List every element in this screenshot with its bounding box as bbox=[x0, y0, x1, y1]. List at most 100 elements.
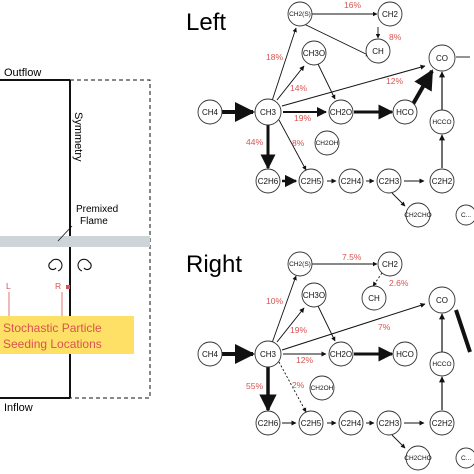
seed-marker-r: R bbox=[55, 281, 61, 291]
inflow-label: Inflow bbox=[4, 402, 33, 414]
flame-band bbox=[0, 236, 150, 247]
edge-pct-ch3-ch2s: 10% bbox=[266, 296, 283, 306]
edge-pct-ch3-ch3o: 19% bbox=[290, 325, 307, 335]
node-label: C2H3 bbox=[379, 419, 400, 428]
node-label: C2H4 bbox=[341, 177, 362, 186]
edge-pct-ch3-co: 12% bbox=[386, 76, 403, 86]
node-c2h4 bbox=[338, 168, 364, 194]
node-label: C2H5 bbox=[301, 419, 322, 428]
flame-pointer bbox=[57, 225, 73, 242]
reaction-edges bbox=[222, 11, 470, 207]
node-label: CH2(S) bbox=[289, 11, 311, 18]
edge-pct-ch3-co: 7% bbox=[378, 322, 391, 332]
seed-label-line2: Seeding Locations bbox=[3, 337, 102, 351]
node-ch2 bbox=[377, 251, 403, 277]
node-ch2oh bbox=[314, 130, 340, 156]
vortex-left-icon bbox=[48, 258, 63, 272]
node-ch2o bbox=[328, 341, 354, 367]
node-ch2oh bbox=[309, 375, 335, 401]
node-hco bbox=[392, 99, 418, 125]
flame-schematic: Outflow Inflow Symmetry Premixed Flame R… bbox=[0, 67, 151, 414]
species-nodes: CH2(S) CH2 CH3O CH CO CH4 CH3 CH2O HCO C… bbox=[197, 1, 474, 228]
node-ch4 bbox=[197, 341, 223, 367]
seed-marker-l: L bbox=[6, 281, 11, 291]
node-label: CH2CHO bbox=[404, 212, 431, 219]
node-label: HCO bbox=[396, 350, 414, 359]
edge-pct-ch3-c2h6: 55% bbox=[246, 381, 263, 391]
node-label: CO bbox=[436, 54, 448, 63]
diagram-title: Right bbox=[186, 251, 242, 278]
symmetry-label: Symmetry bbox=[72, 112, 84, 162]
node-partial bbox=[455, 204, 474, 226]
node-c2h4 bbox=[338, 410, 364, 436]
node-ch3o bbox=[301, 40, 327, 66]
node-label: C2H6 bbox=[258, 419, 279, 428]
node-label: C2H4 bbox=[341, 419, 362, 428]
node-c2h2 bbox=[429, 168, 455, 194]
node-ch2 bbox=[377, 1, 403, 27]
pathway-diagram-right: Right 7.5% 2.6% 10% 19% 7% bbox=[186, 251, 474, 471]
node-label: C... bbox=[461, 212, 471, 219]
node-label: C... bbox=[461, 455, 471, 462]
edge-pct-ch3-c2h5: 8% bbox=[292, 138, 305, 148]
node-label: CH bbox=[368, 294, 380, 303]
node-label: CH3 bbox=[260, 108, 277, 117]
seed-point-r bbox=[66, 285, 70, 289]
edge-pct-ch3-ch2o: 12% bbox=[296, 355, 313, 365]
node-hco bbox=[392, 341, 418, 367]
node-label: CH3O bbox=[303, 49, 325, 58]
node-label: CH2OH bbox=[311, 385, 334, 392]
node-label: CH2 bbox=[382, 10, 399, 19]
flame-label-line2: Flame bbox=[80, 216, 108, 227]
node-label: CH2(S) bbox=[289, 261, 311, 268]
node-label: C2H2 bbox=[432, 177, 453, 186]
node-label: CH2OH bbox=[316, 140, 339, 147]
node-c2h3 bbox=[376, 410, 402, 436]
node-c2h2 bbox=[429, 410, 455, 436]
node-c2h3 bbox=[376, 168, 402, 194]
seed-label-line1: Stochastic Particle bbox=[3, 321, 102, 335]
edge-pct-ch2s-ch2: 16% bbox=[344, 0, 361, 10]
edge-pct-ch3-ch2s: 18% bbox=[266, 52, 283, 62]
edge-pct-ch2-ch: 8% bbox=[389, 32, 402, 42]
edge-pct-ch3-ch3o: 14% bbox=[290, 83, 307, 93]
node-label: CH3O bbox=[303, 291, 325, 300]
node-label: CH2 bbox=[382, 260, 399, 269]
node-label: CH2CHO bbox=[404, 455, 431, 462]
node-ch2o bbox=[328, 99, 354, 125]
node-label: CH4 bbox=[202, 350, 219, 359]
edge-pct-ch3-c2h6: 44% bbox=[246, 137, 263, 147]
pathway-diagram-left: Left 16% 8% 18% 1 bbox=[186, 0, 474, 228]
node-label: CO bbox=[436, 296, 448, 305]
node-hcco bbox=[429, 109, 455, 135]
reaction-edges bbox=[222, 261, 472, 449]
vortex-right-icon bbox=[77, 258, 92, 272]
node-ch3 bbox=[254, 98, 282, 126]
edge-pct-ch3-c2h5: 2% bbox=[292, 380, 305, 390]
node-hcco bbox=[429, 351, 455, 377]
node-label: CH bbox=[372, 47, 384, 56]
node-label: C2H6 bbox=[258, 177, 279, 186]
node-co bbox=[428, 286, 456, 314]
node-co bbox=[428, 44, 456, 72]
node-ch2s bbox=[287, 1, 313, 27]
node-label: C2H2 bbox=[432, 419, 453, 428]
node-ch bbox=[361, 285, 387, 311]
outflow-label: Outflow bbox=[4, 67, 41, 79]
node-c2h6 bbox=[255, 168, 281, 194]
node-ch2cho bbox=[405, 202, 431, 228]
node-c2h5 bbox=[298, 410, 324, 436]
node-partial bbox=[455, 447, 474, 469]
diagram-title: Left bbox=[186, 9, 226, 36]
node-label: HCCO bbox=[432, 361, 451, 368]
node-label: C2H3 bbox=[379, 177, 400, 186]
node-ch bbox=[365, 38, 391, 64]
node-ch2cho bbox=[405, 445, 431, 471]
edge-pct-ch2-ch: 2.6% bbox=[389, 278, 409, 288]
node-label: CH2O bbox=[330, 108, 352, 117]
node-label: CH2O bbox=[330, 350, 352, 359]
node-ch3o bbox=[301, 282, 327, 308]
species-nodes: CH2(S) CH2 CH3O CH CO CH4 CH3 CH2O HCO C… bbox=[197, 251, 474, 471]
node-label: HCO bbox=[396, 108, 414, 117]
